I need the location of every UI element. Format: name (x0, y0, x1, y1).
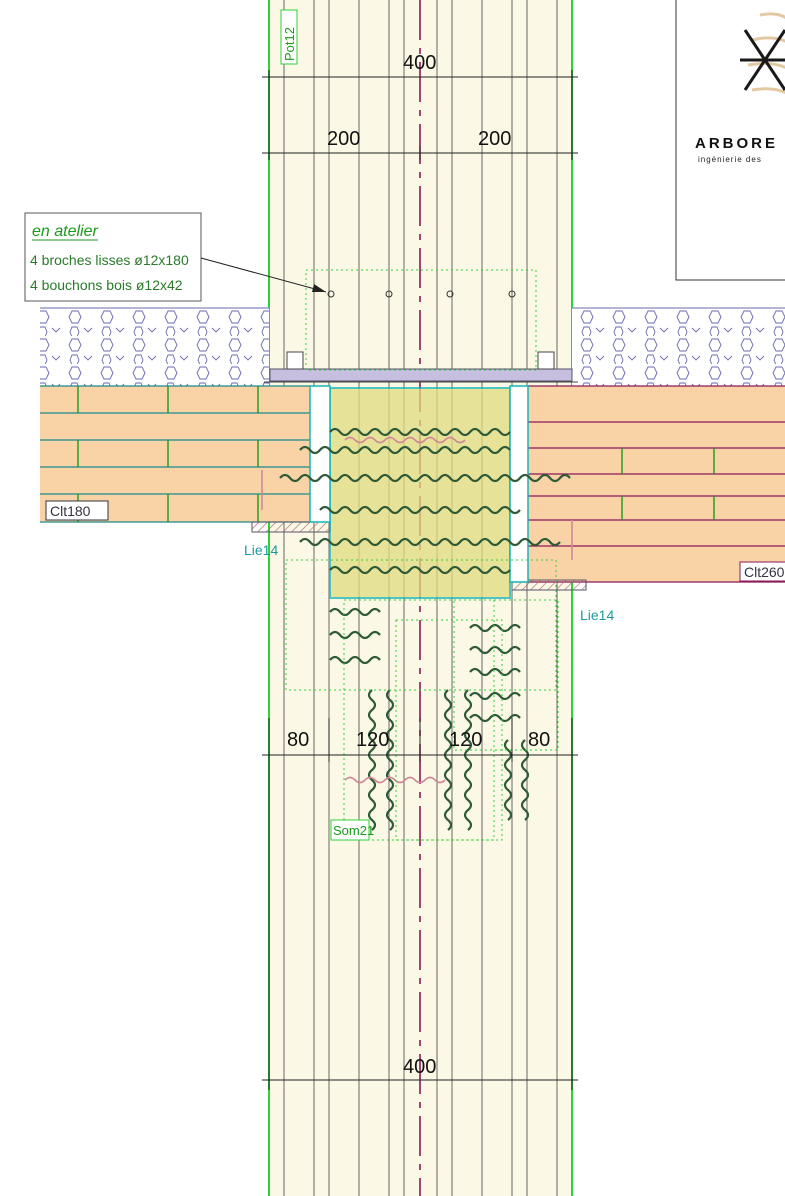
logo-block: ARBORE ingénierie des (675, 0, 785, 281)
clt-left-label: Clt180 (45, 500, 109, 521)
lie-right-label: Lie14 (580, 607, 614, 623)
dim-bottom-c: 120 (449, 729, 482, 751)
dim-top-total: 400 (403, 52, 436, 74)
dimension-bottom (262, 718, 578, 1090)
beam-label: Som21 (330, 819, 374, 841)
dim-bottom-total: 400 (403, 1056, 436, 1078)
dim-bottom-d: 80 (528, 729, 550, 751)
logo-icon (740, 12, 785, 95)
clt-right-label-text: Clt260 (744, 564, 785, 580)
workshop-note (24, 212, 327, 302)
note-line-1: 4 broches lisses ø12x180 (30, 252, 189, 268)
base-plate (264, 351, 578, 383)
dim-top-right: 200 (478, 128, 511, 150)
clt-left-label-text: Clt180 (50, 503, 91, 519)
post-label-text: Pot12 (282, 27, 297, 61)
logo-tagline: ingénierie des (698, 155, 762, 164)
beam-core (309, 385, 529, 599)
dotted-outlines (285, 269, 559, 841)
dimension-top (262, 70, 578, 160)
note-line-2: 4 bouchons bois ø12x42 (30, 277, 183, 293)
beam-label-text: Som21 (333, 823, 374, 838)
lie-left-label: Lie14 (244, 542, 278, 558)
logo-name: ARBORE (695, 135, 778, 152)
clt-left-panel (40, 385, 310, 523)
screw-pattern (279, 427, 571, 831)
dim-bottom-b: 120 (356, 729, 389, 751)
screw-pattern-pink (261, 436, 573, 784)
clt-right-panel (528, 385, 785, 583)
note-title: en atelier (32, 223, 98, 240)
post-label: Pot12 (280, 9, 298, 65)
screed-layer (40, 307, 785, 386)
dim-top-left: 200 (327, 128, 360, 150)
dim-bottom-a: 80 (287, 729, 309, 751)
clt-right-label: Clt260 (739, 561, 785, 582)
dowels (327, 290, 516, 298)
